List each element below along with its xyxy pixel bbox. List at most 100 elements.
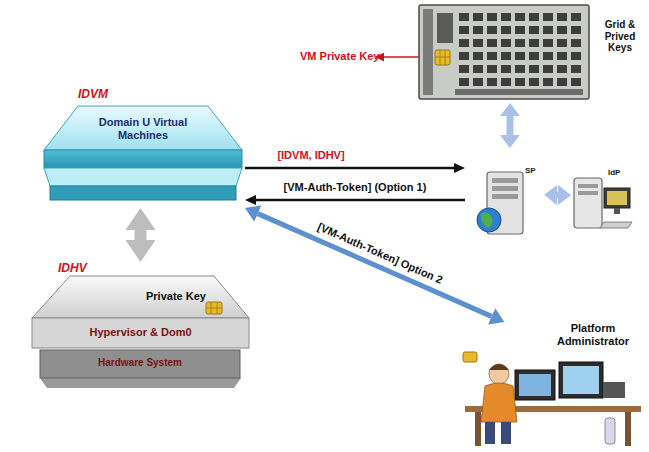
shape-part (529, 65, 539, 73)
shape-part (543, 26, 553, 34)
flow-arrow (258, 214, 492, 317)
shape-part (557, 65, 567, 73)
shape-part (501, 39, 511, 47)
shape-part (529, 39, 539, 47)
shape-part (473, 52, 483, 60)
shape-part (50, 186, 236, 200)
shape-part (487, 13, 497, 21)
key-grid-board: Grid & Prived Keys (415, 3, 647, 103)
shape-part (44, 106, 242, 150)
shape-part (44, 150, 242, 168)
shape-part (463, 352, 477, 362)
shape-part (501, 52, 511, 60)
shape-part (557, 26, 567, 34)
shape-part (543, 13, 553, 21)
shape-part (455, 89, 583, 95)
shape-part (571, 13, 581, 21)
shape-part (557, 52, 567, 60)
shape-part (40, 350, 240, 378)
identity-label: IDVM (78, 88, 138, 102)
shape-part (32, 318, 249, 348)
layer-title: Hypervisor & Dom0 (58, 326, 223, 339)
shape-part (543, 52, 553, 60)
shape-part (487, 52, 497, 60)
server-icon-outline (465, 148, 545, 238)
layer-title: Domain U Virtual Machines (92, 116, 194, 141)
shape-part (473, 26, 483, 34)
edge-label: [VM-Auth-Token] Option 2 (316, 220, 445, 285)
edge-label: [IDVM, IDHV] (277, 149, 344, 161)
administrator-figure: Platform Administrator (455, 322, 645, 450)
flow-arrow (554, 192, 562, 199)
shape-part (501, 65, 511, 73)
shape-part (543, 39, 553, 47)
shape-part (487, 65, 497, 73)
shape-part (559, 362, 603, 398)
shape-part (492, 194, 518, 199)
shape-part (435, 50, 450, 65)
shape-part (423, 9, 433, 95)
shape-part (515, 39, 525, 47)
shape-part (543, 65, 553, 73)
shape-part (515, 65, 525, 73)
shape-part (473, 65, 483, 73)
server-name: SP (525, 166, 545, 175)
shape-part (578, 184, 598, 188)
edge-label: [VM-Auth-Token] (Option 1) (284, 181, 427, 193)
shape-part (473, 39, 483, 47)
server-icon: IdP (570, 160, 636, 232)
shape-part (571, 26, 581, 34)
shape-part (487, 39, 497, 47)
vm-layer-outline (40, 88, 245, 208)
shape-part (557, 13, 567, 21)
shape-part (459, 13, 469, 21)
shape-part (557, 78, 567, 86)
shape-part (489, 364, 509, 384)
server-name: IdP (608, 168, 634, 177)
shape-part (600, 222, 632, 228)
shape-part (578, 191, 598, 195)
key-label: Private Key (146, 290, 216, 303)
shape-part (529, 13, 539, 21)
shape-part (571, 65, 581, 73)
shape-part (625, 412, 631, 446)
shape-part (515, 78, 525, 86)
shape-part (529, 26, 539, 34)
shape-part (487, 78, 497, 86)
shape-part (459, 26, 469, 34)
flow-arrow (506, 116, 513, 135)
shape-part (459, 78, 469, 86)
shape-part (543, 78, 553, 86)
shape-part (529, 78, 539, 86)
shape-part (515, 13, 525, 21)
shape-part (605, 418, 615, 444)
shape-part (571, 39, 581, 47)
flow-arrow (245, 167, 454, 170)
shape-part (440, 50, 441, 65)
shape-part (501, 422, 511, 444)
hardware-band: Hardware System (40, 350, 240, 378)
shape-part (571, 78, 581, 86)
shape-part (40, 378, 241, 388)
shape-part (419, 5, 589, 99)
shape-part (459, 65, 469, 73)
shape-part (563, 366, 599, 394)
shape-part (557, 39, 567, 47)
vm-layer: IDVM Domain U Virtual Machines (40, 88, 245, 208)
board-title: Grid & Prived Keys (593, 19, 647, 54)
shape-part (481, 212, 493, 228)
shape-part (501, 13, 511, 21)
shape-part (459, 52, 469, 60)
shape-part (492, 178, 518, 183)
shape-part (614, 208, 620, 214)
identity-label: IDHV (58, 262, 118, 276)
hypervisor-layer: IDHV Private KeyHypervisor & Dom0Hardware… (28, 262, 253, 392)
shape-part (501, 26, 511, 34)
actor-name: Platform Administrator (547, 322, 639, 347)
shape-part (529, 52, 539, 60)
shape-part (437, 13, 453, 43)
shape-part (607, 191, 627, 205)
shape-part (481, 383, 517, 422)
shape-part (445, 50, 446, 65)
